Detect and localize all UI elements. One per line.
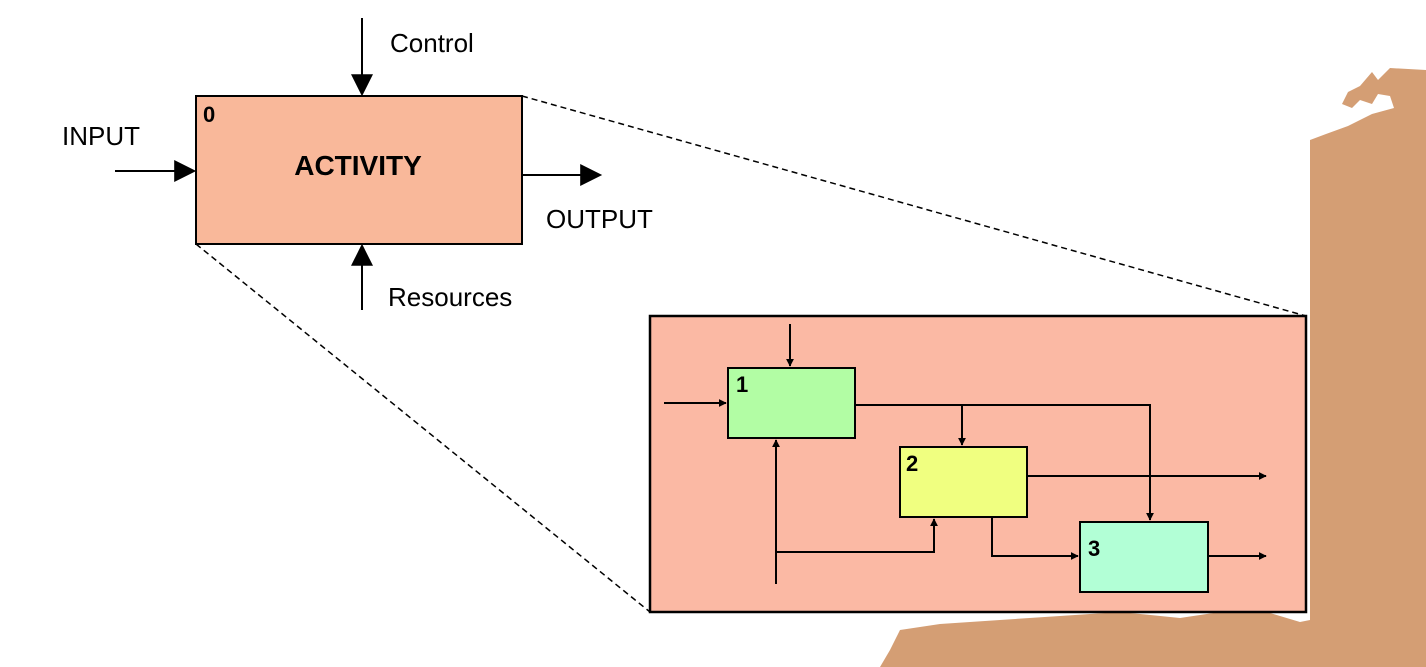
- sub-activity-3-number: 3: [1088, 536, 1100, 561]
- resources-label: Resources: [388, 282, 512, 312]
- activity-title: ACTIVITY: [294, 150, 422, 181]
- sub-activity-3: [1079, 521, 1209, 593]
- zoom-line-top: [521, 95, 1307, 317]
- feedback-to-box2-arrow: [776, 518, 938, 553]
- sub-activity-2-number: 2: [906, 451, 918, 476]
- output-label: OUTPUT: [546, 204, 653, 234]
- control-label: Control: [390, 28, 474, 58]
- input-label: INPUT: [62, 121, 140, 151]
- sub-activity-1: [727, 367, 856, 439]
- box1-output-line: [855, 404, 1154, 521]
- decorative-map-shape: [880, 68, 1426, 667]
- box2-to-box3-arrow: [991, 517, 1079, 560]
- sub-activity-1-number: 1: [736, 372, 748, 397]
- sub-activity-2: [899, 446, 1028, 518]
- activity-number: 0: [203, 102, 215, 127]
- zoom-line-bottom: [195, 243, 651, 613]
- detail-connectors: [664, 324, 1267, 584]
- activity-box: [195, 95, 523, 245]
